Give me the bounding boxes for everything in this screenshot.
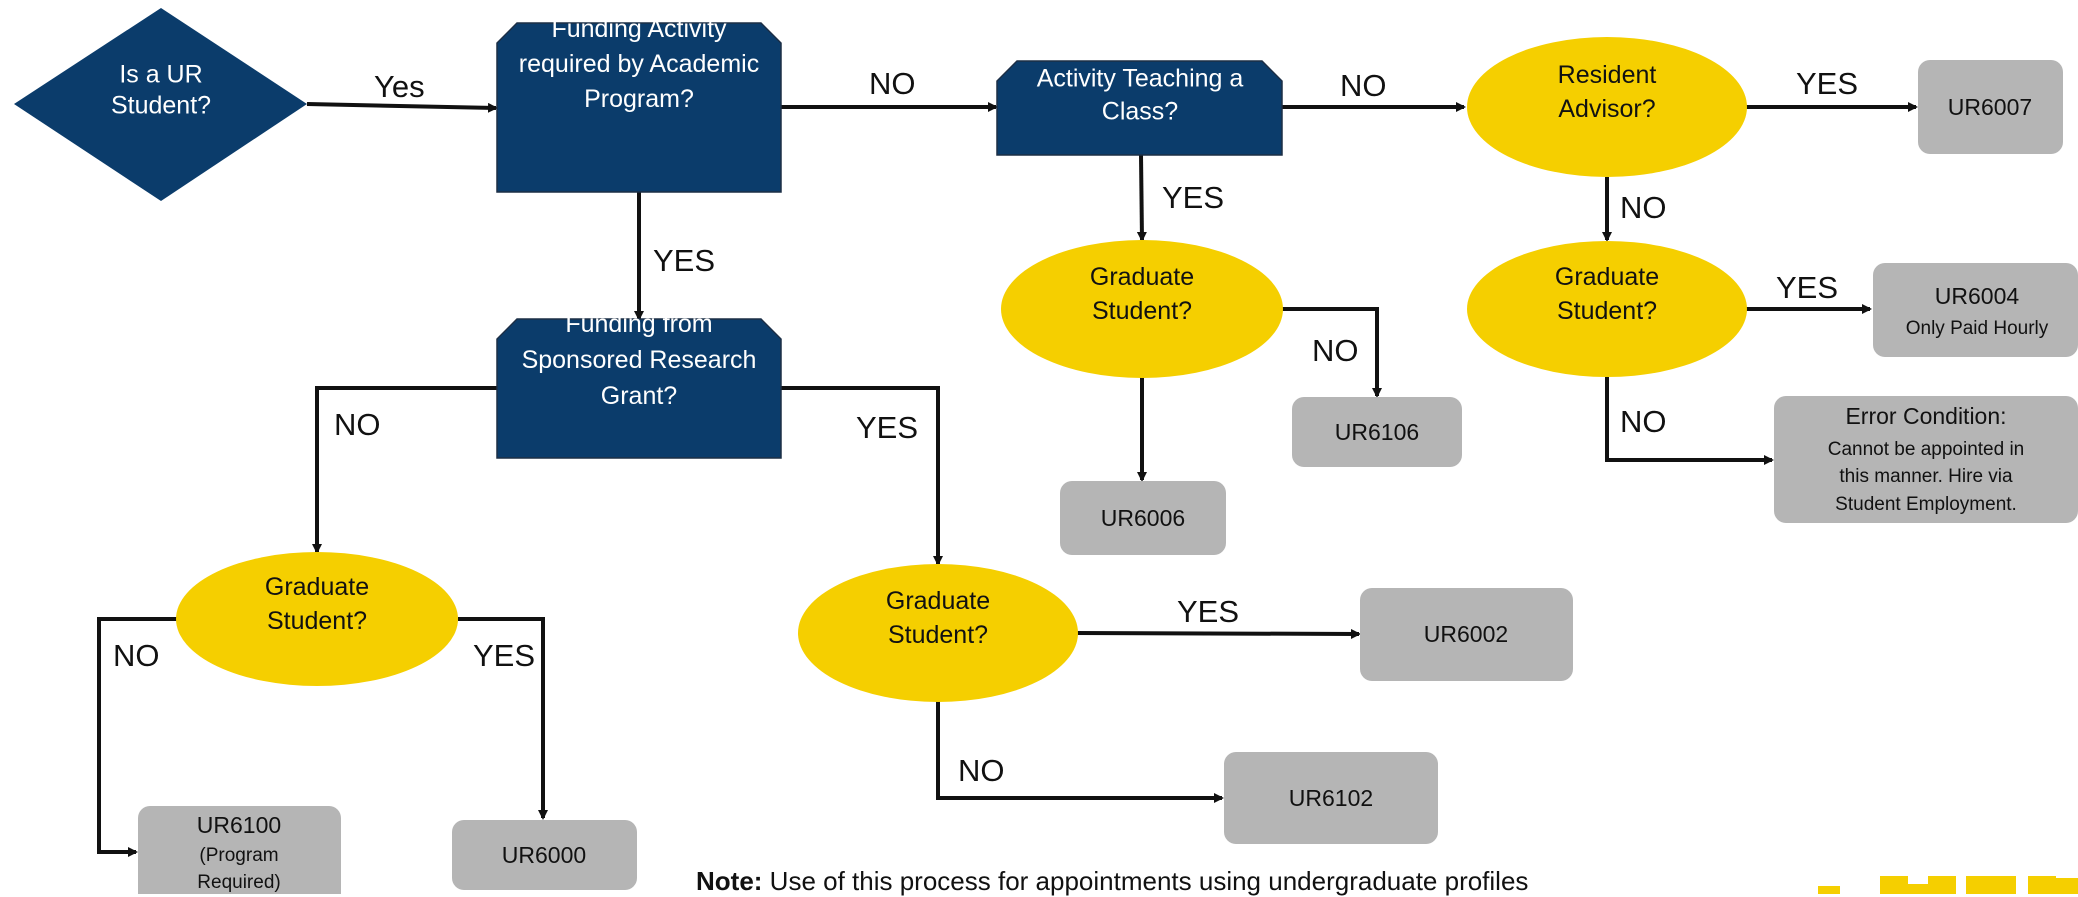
error-line-3: Student Employment. — [1835, 494, 2017, 515]
label-yes-grad-left: YES — [473, 638, 535, 673]
ur6100-note-2: Required) — [197, 872, 280, 893]
ur6007-label: UR6007 — [1948, 94, 2032, 120]
ur6106-label: UR6106 — [1335, 419, 1419, 445]
ur6006-label: UR6006 — [1101, 505, 1185, 531]
edges — [97, 102, 1918, 857]
ur6004-code: UR6004 — [1935, 283, 2020, 309]
ur6004-note: Only Paid Hourly — [1906, 318, 2049, 339]
label-yes-grad-center: YES — [1177, 594, 1239, 629]
outcome-box — [1224, 752, 1438, 844]
edge-grad-l-to-ur6100 — [97, 617, 177, 857]
edge-labels: Yes NO NO YES NO YES NO YES NO YES NO YE… — [113, 66, 1858, 788]
error-title: Error Condition: — [1845, 403, 2006, 429]
edge-grad-m-to-ur6106 — [1282, 307, 1382, 398]
label-yes-grad-right: YES — [1776, 270, 1838, 305]
edge-grad-l-to-ur6000 — [458, 617, 548, 820]
ellipse-shape — [1467, 37, 1747, 177]
label-yes-teaching: YES — [1162, 180, 1224, 215]
outcome-box — [1060, 481, 1226, 555]
outcome-ur6106: UR6106 — [1292, 397, 1462, 467]
edge-is-ur-to-funding-activity — [306, 102, 498, 113]
label-no-resident: NO — [1620, 190, 1667, 225]
outcome-error-condition: Error Condition: Cannot be appointed in … — [1774, 396, 2078, 523]
logo-fragment-shape — [1818, 876, 2078, 894]
label-no-grad-left: NO — [113, 638, 160, 673]
snip-rect-shape — [496, 22, 782, 193]
label-yes-funding-activity: YES — [653, 243, 715, 278]
ellipse-shape — [798, 564, 1078, 702]
outcome-ur6006: UR6006 — [1060, 481, 1226, 555]
outcome-box — [1360, 588, 1573, 681]
outcome-box — [1873, 263, 2078, 357]
error-line-2: this manner. Hire via — [1839, 466, 2013, 487]
label-no-grad-right: NO — [1620, 404, 1667, 439]
outcome-ur6002: UR6002 — [1360, 588, 1573, 681]
edge-grad-r-to-error — [1605, 377, 1774, 465]
outcome-ur6004: UR6004 Only Paid Hourly — [1873, 263, 2078, 357]
logo-fragment — [1810, 866, 2078, 894]
outcome-ur6000: UR6000 — [452, 820, 637, 890]
ur6100-code: UR6100 — [197, 812, 281, 838]
ellipse-shape — [1001, 240, 1283, 378]
ellipse-shape — [176, 552, 458, 686]
label-no-funding-activity: NO — [869, 66, 916, 101]
ur6002-label: UR6002 — [1424, 621, 1508, 647]
error-line-1: Cannot be appointed in — [1828, 439, 2025, 460]
note-label: Note: — [696, 866, 763, 896]
outcome-box — [1292, 397, 1462, 467]
edge-teaching-to-grad — [1136, 154, 1147, 242]
outcome-ur6100: UR6100 (Program Required) — [138, 806, 341, 894]
outcome-box — [1918, 60, 2063, 154]
label-no-teaching: NO — [1340, 68, 1387, 103]
note-text: Use of this process for appointments usi… — [762, 866, 1529, 896]
label-no-grad-center: NO — [958, 753, 1005, 788]
label-no-sponsored: NO — [334, 407, 381, 442]
label-yes-sponsored: YES — [856, 410, 918, 445]
outcome-box — [138, 806, 341, 894]
edge-sponsored-to-grad-center — [781, 386, 943, 566]
footnote: Note: Use of this process for appointmen… — [696, 866, 1528, 897]
outcome-box — [1774, 396, 2078, 523]
outcome-box — [452, 820, 637, 890]
label-yes-is-ur: Yes — [374, 69, 425, 104]
label-yes-resident: YES — [1796, 66, 1858, 101]
ur6100-note-1: (Program — [199, 845, 278, 866]
edge-sponsored-to-grad-left — [312, 386, 497, 554]
outcome-ur6007: UR6007 — [1918, 60, 2063, 154]
label-no-grad-middle: NO — [1312, 333, 1359, 368]
ur6102-label: UR6102 — [1289, 785, 1373, 811]
diamond-shape — [14, 8, 307, 201]
snip-rect-shape — [496, 318, 782, 459]
snip-rect-shape — [996, 60, 1283, 156]
edge-grad-c-to-ur6102 — [936, 701, 1224, 803]
outcome-ur6102: UR6102 — [1224, 752, 1438, 844]
ur6000-label: UR6000 — [502, 842, 586, 868]
ellipse-shape — [1467, 241, 1747, 377]
edge-grad-c-to-ur6002 — [1075, 628, 1361, 639]
